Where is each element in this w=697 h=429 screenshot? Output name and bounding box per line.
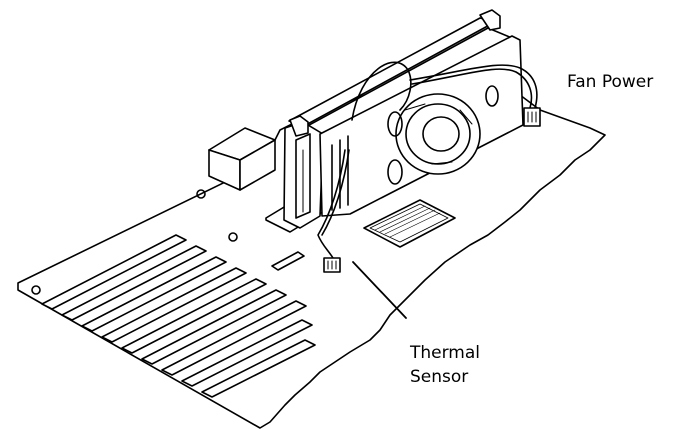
slot <box>121 278 267 354</box>
sensor-cable-loop <box>351 61 412 121</box>
slot <box>161 300 307 376</box>
mounting-hole <box>196 189 206 199</box>
thermal-sensor-label-line2: Sensor <box>410 367 469 387</box>
mounting-hole <box>31 285 41 295</box>
cooling-fan <box>387 85 499 185</box>
fan-power-cable <box>409 64 538 109</box>
thermal-sensor-label: Thermal Sensor <box>410 341 480 389</box>
slot <box>201 339 316 398</box>
thermal-sensor-cable <box>321 149 350 236</box>
fan-power-label: Fan Power <box>567 72 654 92</box>
chipset <box>363 199 456 248</box>
slot <box>81 256 227 332</box>
chip-block <box>208 127 276 191</box>
fan-power-cable <box>411 68 533 109</box>
thermal-sensor-cable <box>317 149 346 259</box>
slot <box>101 267 247 343</box>
thermal-sensor-label-line1: Thermal <box>410 343 481 363</box>
small-connector <box>271 251 305 271</box>
mounting-hole <box>228 232 238 242</box>
expansion-slots <box>41 234 316 398</box>
slot <box>141 289 287 365</box>
thermal-sensor-leader <box>352 261 407 319</box>
slot <box>41 234 187 310</box>
slot <box>181 319 313 387</box>
slot <box>61 245 207 321</box>
